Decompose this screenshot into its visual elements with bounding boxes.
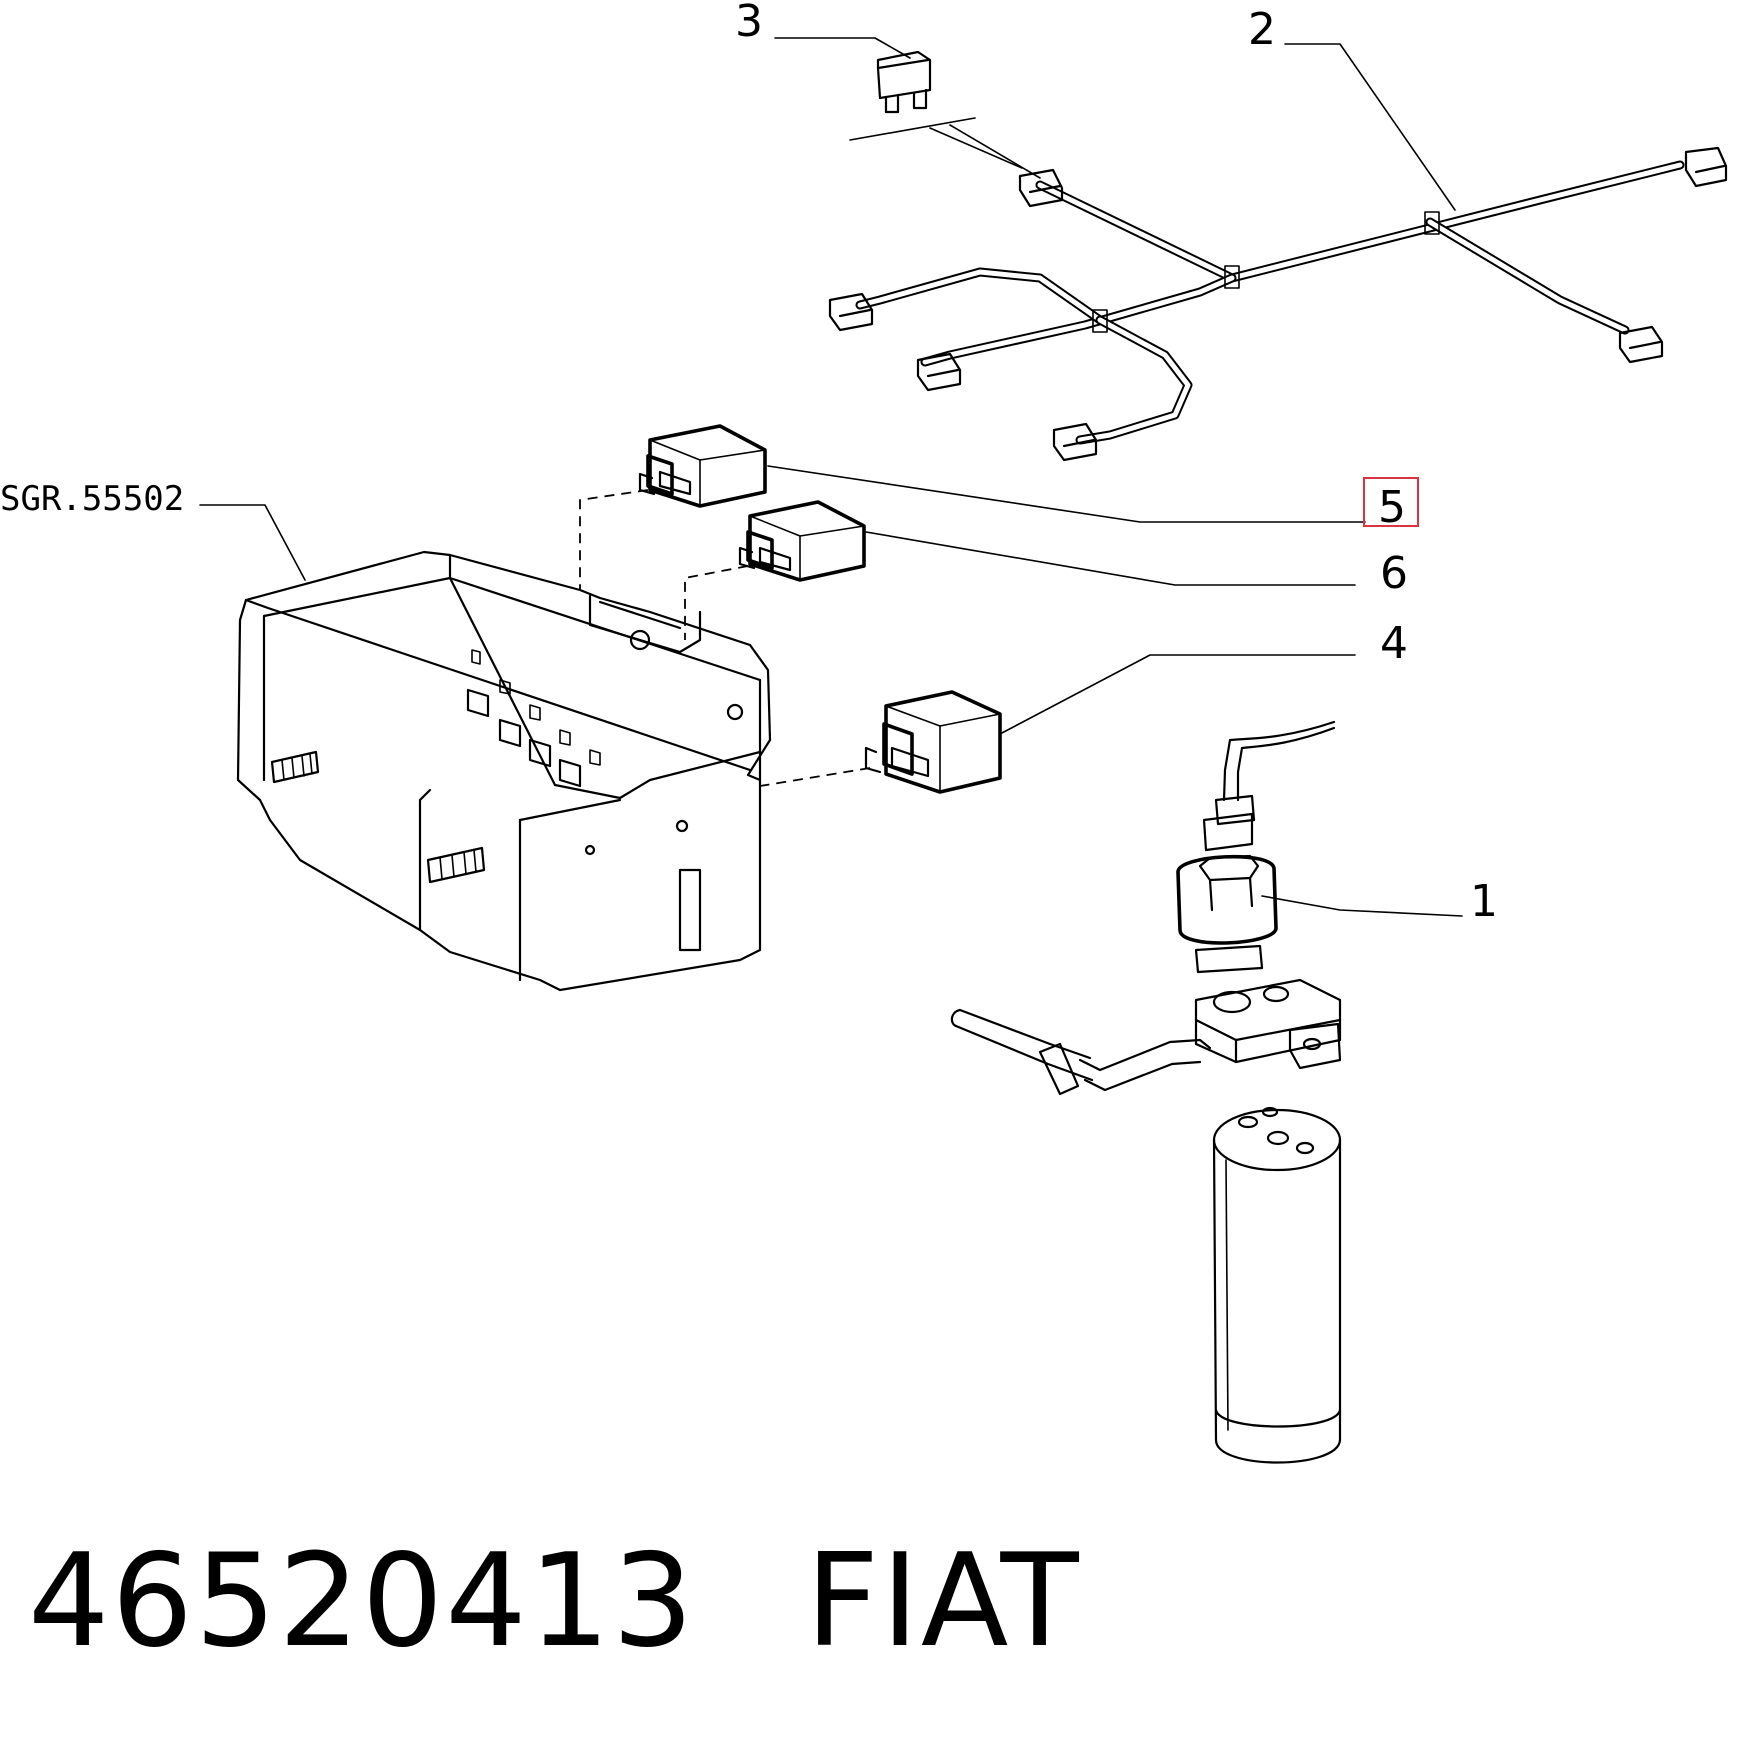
fuse[interactable] <box>876 50 932 114</box>
callout-6: 6 <box>1380 548 1408 599</box>
callout-4: 4 <box>1380 618 1408 669</box>
pressure-switch[interactable] <box>1176 720 1336 974</box>
receiver-drier[interactable] <box>950 978 1342 1464</box>
threaded-stud <box>426 846 486 884</box>
harness-connector <box>1618 325 1664 364</box>
relay-bracket[interactable] <box>236 550 772 992</box>
callout-5-highlight <box>1363 477 1419 527</box>
harness-connector <box>1052 422 1098 462</box>
callout-1: 1 <box>1470 876 1498 927</box>
callout-5: 5 <box>1378 482 1406 533</box>
subgroup-reference: SGR.55502 <box>0 479 184 519</box>
relay-part-5[interactable] <box>638 424 767 508</box>
part-number: 46520413 <box>28 1527 696 1676</box>
harness-connector <box>916 352 962 392</box>
callout-2: 2 <box>1248 4 1276 55</box>
callout-3: 3 <box>735 0 763 47</box>
harness-connector <box>828 292 874 332</box>
harness-connector <box>1684 146 1728 188</box>
brand-name: FIAT <box>805 1527 1081 1676</box>
relay-part-4[interactable] <box>864 690 1002 794</box>
wiring-harness[interactable] <box>828 146 1728 462</box>
threaded-stud <box>270 750 320 784</box>
harness-connector <box>1018 168 1064 208</box>
relay-part-6[interactable] <box>738 500 866 582</box>
